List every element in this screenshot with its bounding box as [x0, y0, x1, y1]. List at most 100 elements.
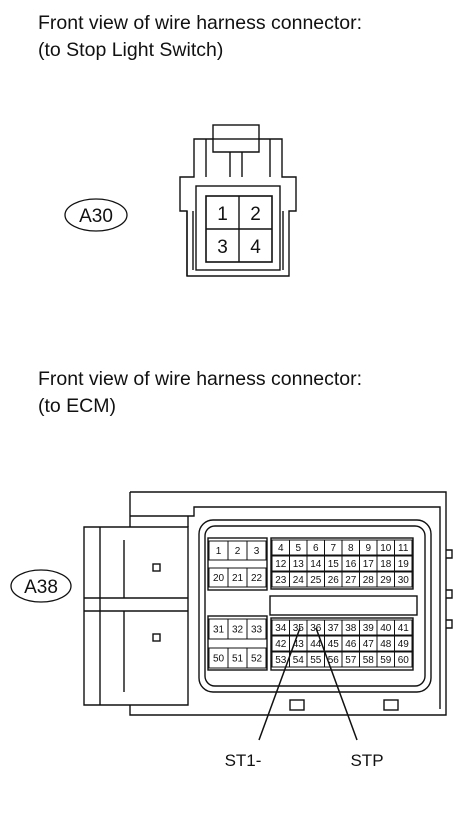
- a38-lever: [83, 526, 189, 706]
- a38-pin-label: 49: [398, 639, 410, 650]
- a38-pin-label: 21: [232, 573, 244, 584]
- a38-pin-cell: [246, 540, 267, 561]
- a38-housing-outline: [129, 491, 447, 716]
- a38-pin-cell: [394, 555, 413, 572]
- a38-pin-label: 52: [251, 654, 263, 665]
- a38-pin-cell: [394, 651, 413, 668]
- a38-pin-label: 22: [251, 573, 263, 584]
- a30-pin-4: 4: [250, 237, 261, 258]
- a38-pin-label: 5: [295, 543, 301, 554]
- a38-side-tabs: [446, 549, 453, 629]
- a38-pin-label: 32: [232, 625, 244, 636]
- a38-pin-label: 33: [251, 625, 263, 636]
- a38-pin-label: 18: [380, 559, 392, 570]
- a30-latch-top: [212, 124, 260, 140]
- a30-housing-outline: [179, 138, 297, 277]
- a38-left-lower-block: [207, 615, 268, 671]
- a30-inner-body: [195, 185, 281, 271]
- a38-pin-label: 11: [398, 543, 409, 554]
- a38-pin-label: 15: [328, 559, 340, 570]
- a38-pin-label: 13: [293, 559, 305, 570]
- a38-pin-label: 47: [363, 639, 375, 650]
- a38-pin-label: 26: [328, 575, 340, 586]
- a38-pin-label: 48: [380, 639, 392, 650]
- a38-leader-st1: [258, 627, 301, 741]
- a38-pin-cell: [394, 571, 413, 588]
- a38-pin-label: 50: [213, 654, 225, 665]
- a38-pin-cell: [246, 567, 267, 588]
- a38-pin-label: 17: [363, 559, 375, 570]
- a38-label-stp: STP: [350, 751, 383, 770]
- a38-pin-label: 9: [365, 543, 371, 554]
- a38-label-st1: ST1-: [225, 751, 262, 770]
- a38-pin-label: 29: [380, 575, 392, 586]
- a38-pin-label: 19: [398, 559, 410, 570]
- a38-pin-label: 41: [398, 623, 410, 634]
- a30-latch-detail: [205, 139, 271, 177]
- a38-foot-right: [383, 699, 399, 711]
- a38-pin-label: 37: [328, 623, 340, 634]
- a38-pin-label: 53: [275, 655, 287, 666]
- a38-pin-label: 46: [345, 639, 357, 650]
- a38-foot-left: [289, 699, 305, 711]
- a38-pin-label: 14: [310, 559, 322, 570]
- a38-pin-label: 25: [310, 575, 322, 586]
- a38-pin-label: 12: [275, 559, 287, 570]
- a38-pin-label: 34: [275, 623, 287, 634]
- a30-side-ribs: [186, 211, 284, 276]
- a38-pin-cell: [394, 635, 413, 652]
- a38-pin-label: 30: [398, 575, 410, 586]
- a38-pin-label: 40: [380, 623, 392, 634]
- a38-pin-label: 20: [213, 573, 225, 584]
- a38-callout-label: A38: [24, 577, 58, 598]
- a38-caption-line1: Front view of wire harness connector:: [38, 368, 363, 390]
- a38-pin-label: 43: [293, 639, 305, 650]
- a38-pin-label: 31: [213, 625, 225, 636]
- a38-caption: Front view of wire harness connector: (t…: [38, 366, 362, 420]
- a30-caption: Front view of wire harness connector: (t…: [38, 10, 362, 64]
- a30-callout-oval: [64, 198, 128, 232]
- a38-lever-mark-lower: [152, 633, 161, 642]
- a38-pin-label: 38: [345, 623, 357, 634]
- a38-pin-label: 10: [380, 543, 392, 554]
- a38-pin-cell: [394, 539, 413, 556]
- a38-pin-label: 4: [278, 543, 284, 554]
- a38-pin-label: 39: [363, 623, 375, 634]
- a38-pin-cell: [246, 647, 267, 669]
- a30-caption-line2: (to Stop Light Switch): [38, 39, 224, 61]
- a30-pin-2: 2: [250, 204, 261, 225]
- a38-inner-face-2: [204, 525, 426, 687]
- a38-right-lower-block: [270, 617, 414, 671]
- a38-pin-label: 51: [232, 654, 244, 665]
- a38-lever-mark-upper: [152, 563, 161, 572]
- a38-inner-face: [198, 519, 432, 693]
- a38-housing-step: [130, 506, 441, 709]
- a38-pin-label: 16: [345, 559, 357, 570]
- a38-pin-cell: [394, 619, 413, 636]
- a38-pin-label: 60: [398, 655, 410, 666]
- a38-pin-label: 54: [293, 655, 305, 666]
- a38-pin-label: 57: [345, 655, 357, 666]
- a38-pin-label: 56: [328, 655, 340, 666]
- a38-pin-label: 58: [363, 655, 375, 666]
- a38-pin-label: 45: [328, 639, 340, 650]
- a30-caption-line1: Front view of wire harness connector:: [38, 12, 363, 34]
- a38-pin-label: 59: [380, 655, 392, 666]
- a38-pin-label: 7: [330, 543, 336, 554]
- a38-pin-label: 3: [254, 546, 260, 557]
- a38-pin-label: 1: [216, 546, 222, 557]
- a38-pin-label: 28: [363, 575, 375, 586]
- a38-pin-label: 8: [348, 543, 354, 554]
- a30-connector: A30 1 2 3 4: [64, 124, 297, 277]
- a30-callout-label: A30: [79, 206, 113, 227]
- a38-pin-label: 24: [293, 575, 305, 586]
- a38-pin-label: 35: [293, 623, 305, 634]
- a38-leader-stp: [315, 627, 358, 741]
- a38-callout-oval: [10, 569, 72, 603]
- a38-pin-cell: [246, 618, 267, 640]
- a38-caption-line2: (to ECM): [38, 395, 116, 417]
- a38-pin-label: 23: [275, 575, 287, 586]
